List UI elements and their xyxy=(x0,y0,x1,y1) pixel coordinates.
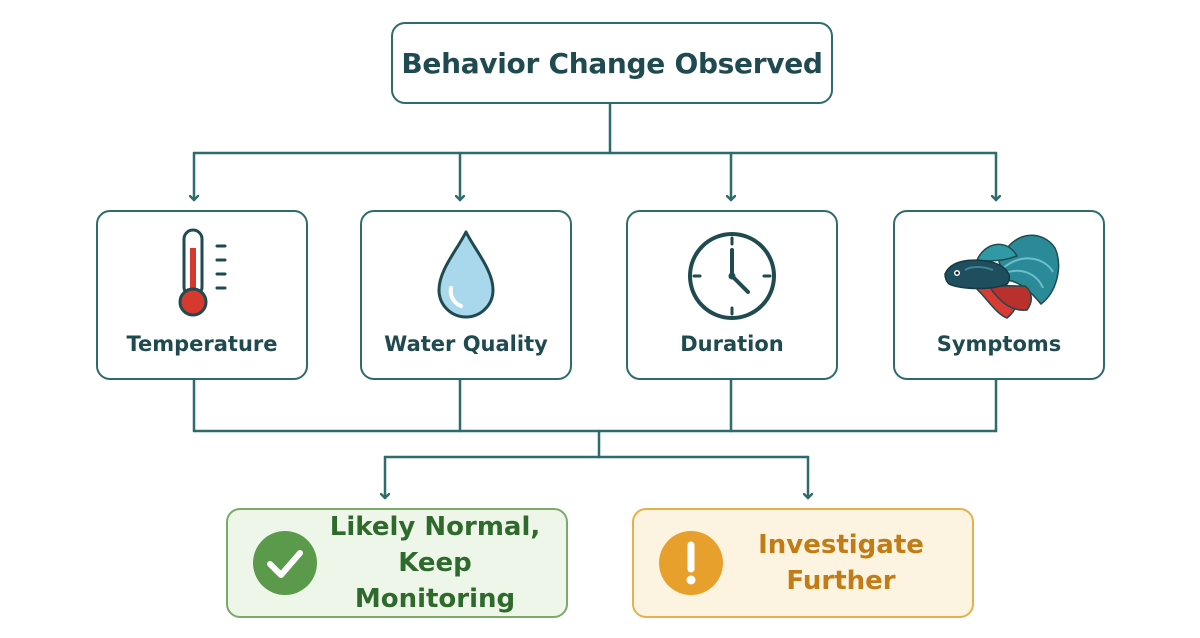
water-drop-icon xyxy=(431,226,501,322)
factor-label: Temperature xyxy=(126,332,278,356)
checkmark-icon xyxy=(252,530,318,596)
factor-label: Symptoms xyxy=(936,332,1062,356)
outcome-label: Investigate Further xyxy=(724,527,972,599)
outcome-label: Likely Normal, Keep Monitoring xyxy=(318,509,566,617)
factor-water-quality: Water Quality xyxy=(360,210,572,380)
clock-icon xyxy=(684,226,780,322)
factor-label: Water Quality xyxy=(384,332,548,356)
outcome-line-2: Further xyxy=(786,566,896,596)
exclamation-icon xyxy=(658,530,724,596)
factor-temperature: Temperature xyxy=(96,210,308,380)
factor-duration: Duration xyxy=(626,210,838,380)
outcome-investigate-further: Investigate Further xyxy=(632,508,974,618)
root-label: Behavior Change Observed xyxy=(401,46,823,80)
outcome-line-1: Likely Normal, xyxy=(329,512,541,542)
thermometer-icon xyxy=(167,226,237,322)
root-node: Behavior Change Observed xyxy=(391,22,833,104)
factor-label: Duration xyxy=(680,332,784,356)
factor-symptoms: Symptoms xyxy=(893,210,1105,380)
outcome-likely-normal: Likely Normal, Keep Monitoring xyxy=(226,508,568,618)
betta-fish-icon xyxy=(937,226,1061,322)
outcome-line-2: Keep Monitoring xyxy=(354,548,516,614)
outcome-line-1: Investigate xyxy=(758,530,924,560)
